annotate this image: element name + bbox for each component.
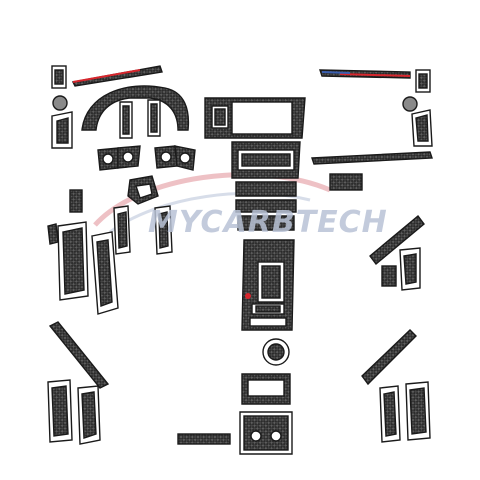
trim-piece [47, 223, 59, 245]
trim-piece [71, 65, 163, 87]
trim-piece [48, 321, 110, 389]
trim-piece [361, 329, 417, 386]
trim-piece [235, 181, 297, 197]
watermark-text: MYCARBTECH [148, 205, 388, 240]
trim-piece [235, 199, 297, 213]
trim-piece [381, 265, 397, 287]
trim-piece [81, 85, 190, 131]
trim-piece [369, 214, 425, 266]
trim-piece [52, 95, 68, 111]
trim-piece [177, 433, 231, 445]
red-start-button [245, 293, 251, 299]
trim-piece [311, 151, 433, 165]
trim-piece [329, 173, 363, 191]
trim-piece [69, 189, 83, 213]
trim-piece [237, 215, 295, 231]
trim-piece [402, 96, 418, 112]
